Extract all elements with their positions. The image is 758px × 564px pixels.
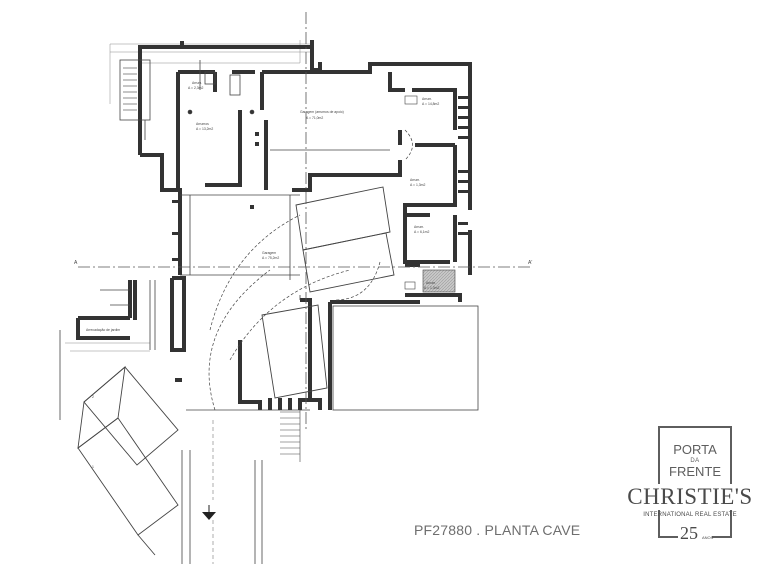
room-area: A = 1,3m2 — [424, 286, 439, 290]
room-label: Arrum. — [414, 225, 424, 229]
logo-frame — [658, 426, 660, 538]
room-label: Arrum. — [192, 81, 202, 85]
logo-porta: PORTA — [673, 442, 717, 457]
door-arcs — [208, 129, 413, 411]
logo-intl: INTERNATIONAL REAL ESTATE — [643, 512, 737, 518]
room-label: Garagem (arrumos de apoio) — [300, 110, 344, 114]
logo-christies: CHRISTIE'S — [622, 484, 758, 510]
ramp-number: 1 — [92, 465, 94, 469]
room-label: Garagem — [262, 251, 276, 255]
wall-vents — [172, 96, 468, 410]
room-label: Arrum. — [410, 178, 420, 182]
room-area: A = 6,1m2 — [414, 230, 429, 234]
stairs-top-left — [123, 67, 137, 111]
fixtures — [187, 95, 418, 290]
logo-frente: FRENTE — [669, 464, 721, 479]
room-label: Arrum. — [422, 97, 432, 101]
brand-logo: PORTA DA FRENTE CHRISTIE'S INTERNATIONAL… — [620, 424, 758, 554]
room-label: Arrum. — [426, 281, 436, 285]
room-area: A = 71,0m2 — [306, 116, 323, 120]
garage-cars — [261, 186, 395, 399]
room-area: A = 14,8m2 — [422, 102, 439, 106]
plan-walls — [76, 40, 472, 410]
section-mark-right: A' — [528, 260, 532, 266]
stairs-bottom — [280, 410, 301, 462]
section-mark-left: A — [74, 260, 78, 266]
logo-years: 25 — [680, 523, 698, 543]
room-area: A = 2,3m2 — [188, 86, 203, 90]
annex-label: Arrecadação de jardim — [86, 328, 120, 332]
hatched-wc — [422, 269, 456, 293]
room-area: A = 13,2m2 — [196, 127, 213, 131]
logo-da: DA — [690, 458, 700, 464]
plan-lines — [59, 59, 479, 564]
room-area: A = 1,3m2 — [410, 183, 425, 187]
room-label: Arrumos — [196, 122, 209, 126]
ramp-number: 2 — [92, 395, 94, 399]
logo-frame — [658, 536, 678, 538]
logo-frame — [730, 426, 732, 538]
logo-frame — [658, 426, 732, 428]
section-lines — [78, 12, 530, 430]
dimension-lines — [65, 40, 310, 352]
ramps — [77, 365, 179, 556]
room-labels: Arrumos A = 13,2m2 Garagem (arrumos de a… — [86, 81, 439, 469]
logo-frame — [712, 536, 732, 538]
room-area: A = 75,2m2 — [262, 256, 279, 260]
logo-anos: ANOS — [702, 535, 714, 540]
entry-arrow-icon — [202, 512, 216, 520]
plan-caption: PF27880 . PLANTA CAVE — [414, 522, 581, 538]
